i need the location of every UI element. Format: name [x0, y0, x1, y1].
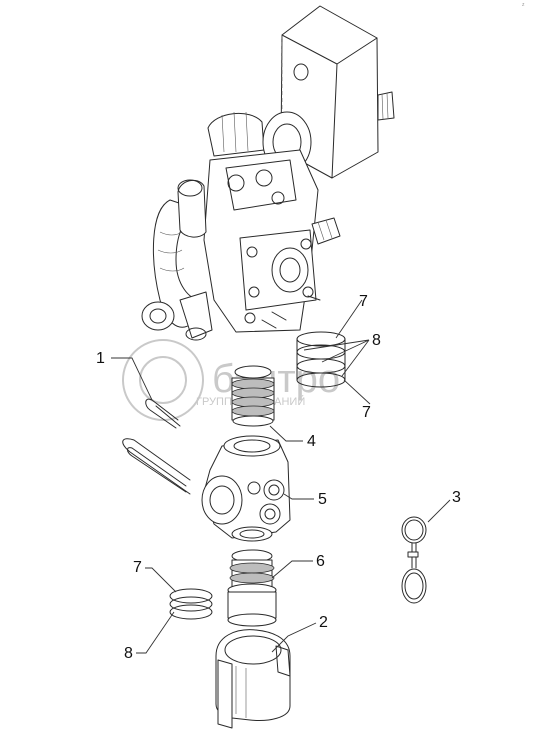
- leader-8a: [303, 339, 370, 377]
- callout-3: 3: [452, 489, 461, 506]
- lower-o-rings: [169, 588, 213, 620]
- callout-7-bottom: 7: [133, 559, 142, 576]
- callout-2: 2: [319, 614, 328, 631]
- chain-rings: [401, 516, 427, 604]
- leader-7c: [145, 567, 177, 593]
- corner-mark: z: [522, 2, 525, 8]
- callout-1: 1: [96, 350, 105, 367]
- leader-1: [111, 357, 153, 401]
- leader-4: [269, 425, 303, 442]
- callout-4: 4: [307, 433, 316, 450]
- leader-7b: [343, 379, 371, 405]
- bushing: [227, 549, 277, 627]
- spring-clips: [122, 398, 191, 495]
- leader-8b: [136, 611, 175, 654]
- watermark-brand: бэлтро: [212, 357, 340, 401]
- callout-7-mid: 7: [362, 404, 371, 421]
- leader-7a: [335, 299, 363, 339]
- tee-body: [201, 435, 291, 542]
- callout-6: 6: [316, 553, 325, 570]
- leader-6: [271, 560, 313, 579]
- clamp: [215, 629, 291, 729]
- leader-3: [427, 499, 451, 523]
- threaded-sleeve: [231, 365, 275, 427]
- callout-7-top: 7: [359, 293, 368, 310]
- watermark-logo-inner: [139, 356, 188, 404]
- callout-8-top: 8: [372, 332, 381, 349]
- leader-lines: [111, 299, 451, 654]
- callout-labels: 1 2 3 4 5 6 7 7 7 8 8: [96, 293, 461, 662]
- callout-8-bottom: 8: [124, 645, 133, 662]
- upper-o-ring-stack: [296, 331, 346, 388]
- leader-2: [271, 622, 317, 653]
- valve-body-assembly: [141, 111, 341, 341]
- leader-5: [283, 493, 314, 500]
- callout-5: 5: [318, 491, 327, 508]
- watermark-logo-circle: [122, 339, 204, 421]
